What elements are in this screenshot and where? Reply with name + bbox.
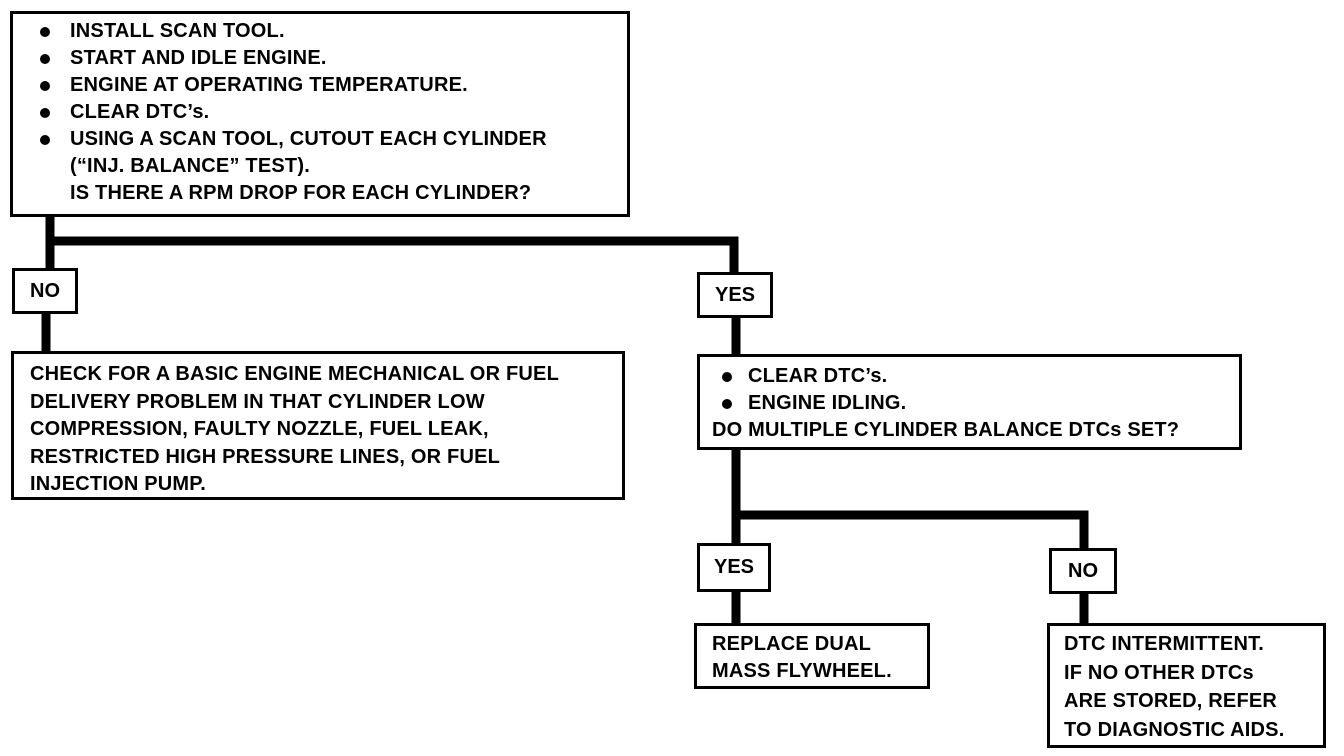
bullet-install-scan-tool: INSTALL SCAN TOOL. (30, 18, 621, 45)
flywheel-line-2: MASS FLYWHEEL. (712, 660, 892, 682)
yes-label-2: YES (697, 543, 771, 592)
clear-dtc-bullets: CLEAR DTC’s. ENGINE IDLING. (712, 363, 1233, 417)
bullet-clear-dtcs-2: CLEAR DTC’s. (712, 363, 1233, 390)
multiple-balance-dtcs-question: DO MULTIPLE CYLINDER BALANCE DTCs SET? (712, 419, 1180, 441)
bullet-start-idle-engine: START AND IDLE ENGINE. (30, 45, 621, 72)
bullet-engine-idling: ENGINE IDLING. (712, 390, 1233, 417)
intermittent-line-4: TO DIAGNOSTIC AIDS. (1064, 718, 1285, 741)
intermittent-line-1: DTC INTERMITTENT. (1064, 633, 1265, 655)
check-mechanical-box: CHECK FOR A BASIC ENGINE MECHANICAL OR F… (11, 351, 625, 500)
bullet-cutout-each-cylinder: USING A SCAN TOOL, CUTOUT EACH CYLINDER (30, 126, 621, 153)
rpm-drop-question: IS THERE A RPM DROP FOR EACH CYLINDER? (70, 182, 532, 204)
no-label-2: NO (1049, 548, 1117, 594)
clear-dtc-question-box: CLEAR DTC’s. ENGINE IDLING. DO MULTIPLE … (697, 354, 1242, 450)
connector-start-to-yes (46, 236, 739, 272)
bullet-operating-temperature: ENGINE AT OPERATING TEMPERATURE. (30, 72, 621, 99)
check-line-4: RESTRICTED HIGH PRESSURE LINES, OR FUEL (30, 445, 501, 468)
no-label-1: NO (12, 268, 78, 314)
check-line-3: COMPRESSION, FAULTY NOZZLE, FUEL LEAK, (30, 418, 489, 440)
check-line-2: DELIVERY PROBLEM IN THAT CYLINDER LOW (30, 390, 485, 413)
flywheel-line-1: REPLACE DUAL (712, 633, 872, 655)
intermittent-line-3: ARE STORED, REFER (1064, 690, 1278, 712)
check-line-5: INJECTION PUMP. (30, 473, 206, 495)
check-line-1: CHECK FOR A BASIC ENGINE MECHANICAL OR F… (30, 363, 559, 385)
replace-flywheel-box: REPLACE DUAL MASS FLYWHEEL. (694, 623, 930, 689)
dtc-intermittent-box: DTC INTERMITTENT. IF NO OTHER DTCs ARE S… (1047, 623, 1326, 748)
bullet-clear-dtcs: CLEAR DTC’s. (30, 99, 621, 126)
yes-label-1: YES (697, 272, 773, 318)
start-step-box: INSTALL SCAN TOOL. START AND IDLE ENGINE… (10, 11, 630, 217)
intermittent-line-2: IF NO OTHER DTCs (1064, 661, 1254, 684)
start-step-bullets: INSTALL SCAN TOOL. START AND IDLE ENGINE… (30, 18, 621, 153)
inj-balance-test-text: (“INJ. BALANCE” TEST). (70, 155, 310, 177)
connector-question-to-no (736, 510, 1089, 550)
